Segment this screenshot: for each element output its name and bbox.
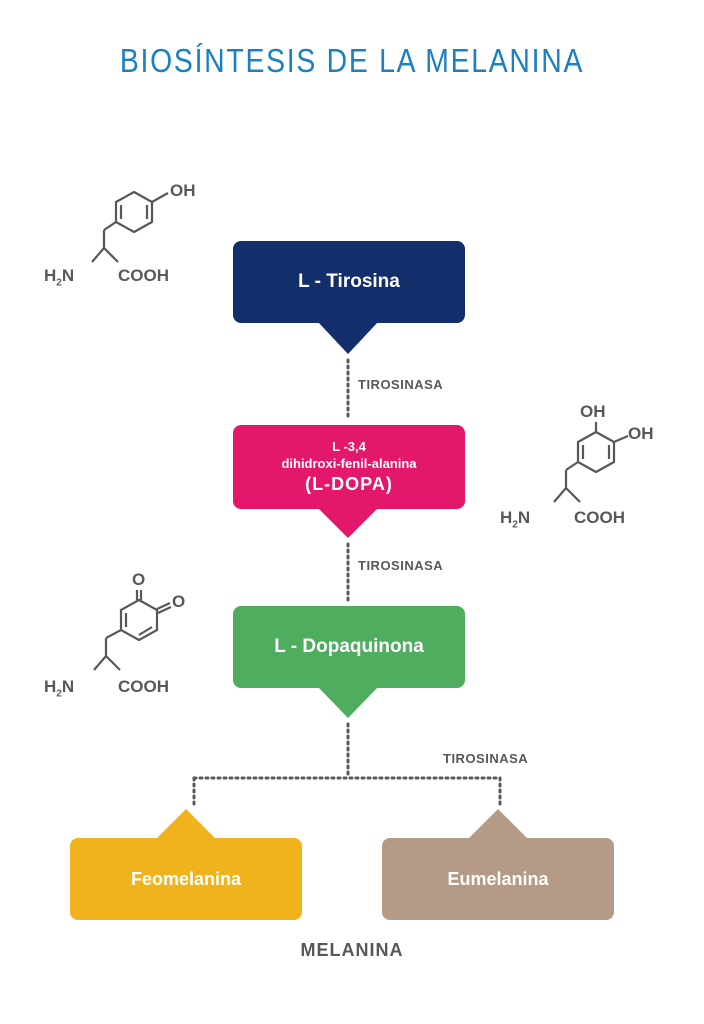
node-l-dopa-line2: dihidroxi-fenil-alanina: [281, 455, 417, 471]
node-feomelanina-label: Feomelanina: [130, 868, 242, 889]
enzyme-label-2: TIROSINASA: [358, 558, 444, 573]
node-l-dopa-line1: L -3,4: [332, 438, 366, 454]
dopaquinone-structure: [93, 590, 172, 671]
dopaquinone-acid-label: COOH: [118, 677, 169, 696]
enzyme-label-3: TIROSINASA: [443, 751, 529, 766]
dopaquinona-pointer: [318, 687, 378, 718]
node-l-dopa: L -3,4 dihidroxi-fenil-alanina (L-DOPA): [233, 425, 465, 509]
node-l-tirosina: L - Tirosina: [233, 241, 465, 323]
tyrosine-acid-label: COOH: [118, 266, 169, 285]
ldopa-structure: [553, 422, 629, 503]
node-eumelanina-label: Eumelanina: [447, 868, 549, 889]
node-l-dopaquinona-label: L - Dopaquinona: [274, 636, 424, 657]
tirosina-pointer: [318, 322, 378, 354]
ldopa-oh2-label: OH: [628, 424, 654, 443]
dopaquinone-o2-label: O: [172, 592, 186, 611]
feomelanina-pointer: [156, 809, 216, 839]
tyrosine-structure: [91, 190, 169, 263]
page-title: BIOSÍNTESIS DE LA MELANINA: [119, 42, 585, 79]
ldopa-amine-label: H2N: [500, 508, 531, 531]
tyrosine-oh-label: OH: [170, 181, 196, 200]
node-l-tirosina-label: L - Tirosina: [298, 271, 400, 292]
enzyme-label-1: TIROSINASA: [358, 377, 444, 392]
dotted-connectors: [192, 358, 502, 808]
ldopa-oh1-label: OH: [580, 402, 606, 421]
dopaquinone-o1-label: O: [132, 570, 146, 589]
ldopa-acid-label: COOH: [574, 508, 625, 527]
node-feomelanina: Feomelanina: [70, 838, 302, 920]
product-label: MELANINA: [300, 940, 404, 960]
ldopa-pointer: [318, 508, 378, 538]
node-eumelanina: Eumelanina: [382, 838, 614, 920]
node-l-dopaquinona: L - Dopaquinona: [233, 606, 465, 688]
tyrosine-amine-label: H2N: [44, 266, 75, 289]
dopaquinone-amine-label: H2N: [44, 677, 75, 700]
eumelanina-pointer: [468, 809, 528, 839]
node-l-dopa-line3: (L-DOPA): [305, 473, 393, 494]
